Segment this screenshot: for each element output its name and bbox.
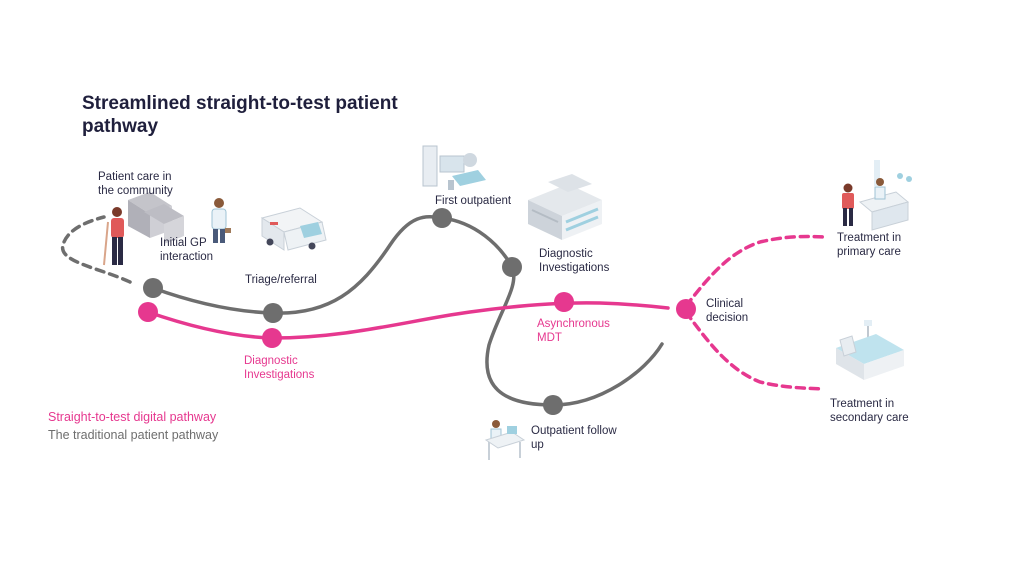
label-diagnostic-traditional: Diagnostic Investigations xyxy=(539,248,610,274)
outpatient-clinic-icon xyxy=(422,145,486,190)
node-diagnostic-traditional xyxy=(502,257,522,277)
hospital-building-icon xyxy=(528,174,602,240)
patient-icon xyxy=(103,207,124,266)
primary-care-icon xyxy=(842,160,912,231)
gp-doctor-icon xyxy=(211,198,231,243)
node-clinical-decision xyxy=(676,299,696,319)
label-first-outpatient: First outpatient xyxy=(435,195,512,207)
ambulance-icon xyxy=(260,207,327,251)
primary-care-branch-line xyxy=(684,234,827,308)
traditional-entry-dashed-line xyxy=(61,215,132,284)
page-title: Streamlined straight-to-test patient pat… xyxy=(82,93,398,137)
node-initial-gp xyxy=(143,278,163,298)
node-outpatient-followup xyxy=(543,395,563,415)
node-triage xyxy=(263,303,283,323)
node-first-outpatient xyxy=(432,208,452,228)
legend-traditional-pathway: The traditional patient pathway xyxy=(48,428,219,442)
label-clinical-decision: Clinical decision xyxy=(706,298,748,324)
label-primary-care: Treatment in primary care xyxy=(837,232,904,258)
legend-digital-pathway: Straight-to-test digital pathway xyxy=(48,410,217,424)
node-digital-start xyxy=(138,302,158,322)
label-diagnostic-digital: Diagnostic Investigations xyxy=(244,355,315,381)
digital-pathway-line xyxy=(146,301,670,340)
label-async-mdt: Asynchronous MDT xyxy=(537,318,613,344)
label-outpatient-followup: Outpatient follow up xyxy=(531,425,620,451)
label-initial-gp: Initial GP interaction xyxy=(160,237,213,263)
hospital-bed-icon xyxy=(836,320,904,380)
community-houses-icon xyxy=(128,192,184,244)
node-async-mdt xyxy=(554,292,574,312)
followup-desk-icon xyxy=(484,420,526,460)
secondary-care-branch-line xyxy=(684,310,824,391)
label-patient-care: Patient care in the community xyxy=(98,171,175,197)
node-diagnostic-digital xyxy=(262,328,282,348)
label-triage: Triage/referral xyxy=(245,274,317,286)
label-secondary-care: Treatment in secondary care xyxy=(830,398,909,424)
traditional-pathway-line xyxy=(151,214,664,407)
